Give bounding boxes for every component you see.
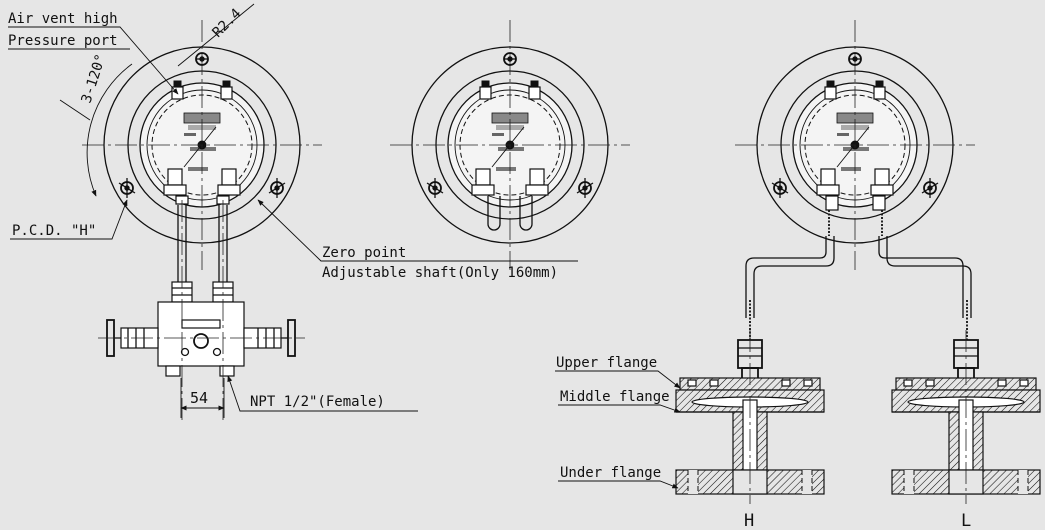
label-npt: NPT 1/2"(Female): [250, 394, 385, 410]
label-zero-point: Zero point: [322, 245, 406, 261]
label-pcd: P.C.D. "H": [12, 223, 96, 239]
center-nozzles: [487, 196, 533, 231]
label-middle-flange: Middle flange: [560, 389, 670, 405]
gauge-center: [389, 19, 631, 271]
leader-lines: [8, 3, 681, 489]
gauge-right: [734, 19, 976, 271]
label-adjustable-shaft: Adjustable shaft(Only 160mm): [322, 265, 558, 281]
label-l: L: [961, 511, 971, 530]
angle-arc: [59, 63, 133, 197]
gauge-left: [81, 19, 323, 271]
label-under-flange: Under flange: [560, 465, 661, 481]
label-upper-flange: Upper flange: [556, 355, 657, 371]
label-angle: 3-120°: [79, 52, 110, 105]
seal-high: [675, 329, 825, 505]
label-air-vent: Air vent high: [8, 11, 118, 27]
capillaries: [745, 195, 972, 340]
label-h: H: [744, 511, 754, 530]
dimension-54: [180, 378, 225, 418]
label-pressure-port: Pressure port: [8, 33, 118, 49]
label-dimension-54: 54: [190, 389, 208, 407]
seal-low: [891, 329, 1041, 505]
label-radius: R2.4: [210, 6, 245, 41]
manifold-assembly: [98, 195, 305, 420]
